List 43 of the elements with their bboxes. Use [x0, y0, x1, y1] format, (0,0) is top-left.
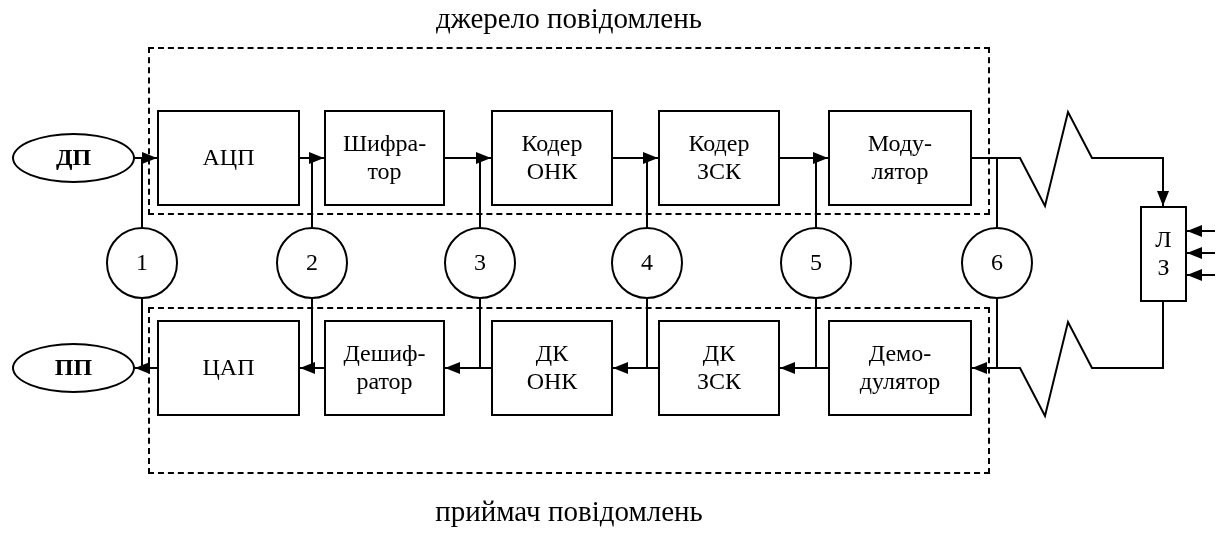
arrow — [779, 362, 829, 374]
process-box: Дешиф- ратор — [324, 320, 445, 416]
arrow — [612, 362, 659, 374]
group-heading: приймач повідомлень — [434, 495, 704, 528]
numbered-circle: 1 — [106, 227, 178, 299]
arrow — [444, 152, 492, 164]
process-box: Кодер ОНК — [491, 110, 613, 206]
process-box: Моду- лятор — [828, 110, 972, 206]
process-box: ЦАП — [157, 320, 300, 416]
connector-line — [646, 298, 648, 369]
process-box: ДК ЗСК — [658, 320, 780, 416]
connector-line — [996, 157, 998, 228]
connector-line — [141, 157, 143, 228]
process-box: Шифра- тор — [324, 110, 445, 206]
arrow — [971, 301, 1164, 419]
numbered-circle: 6 — [961, 227, 1033, 299]
numbered-circle: 2 — [276, 227, 348, 299]
arrow — [1186, 269, 1216, 281]
process-box: ДК ОНК — [491, 320, 613, 416]
arrow — [134, 362, 158, 374]
terminal-ellipse: ДП — [12, 133, 135, 183]
arrow — [299, 152, 325, 164]
connector-line — [996, 298, 998, 369]
connector-line — [815, 298, 817, 369]
group-heading: джерело повідомлень — [435, 2, 703, 35]
terminal-ellipse: ПП — [12, 343, 135, 393]
process-box: Кодер ЗСК — [658, 110, 780, 206]
process-box: АЦП — [157, 110, 300, 206]
arrow — [299, 362, 325, 374]
connector-line — [479, 298, 481, 369]
connector-line — [141, 298, 143, 369]
process-box: Демо- дулятор — [828, 320, 972, 416]
numbered-circle: 5 — [780, 227, 852, 299]
arrow — [779, 152, 829, 164]
arrow — [134, 152, 158, 164]
arrow — [612, 152, 659, 164]
numbered-circle: 4 — [611, 227, 683, 299]
numbered-circle: 3 — [444, 227, 516, 299]
arrow — [444, 362, 492, 374]
line-block: Л З — [1140, 206, 1187, 302]
arrow — [971, 109, 1169, 209]
arrow — [1186, 247, 1216, 259]
arrow — [1186, 225, 1216, 237]
